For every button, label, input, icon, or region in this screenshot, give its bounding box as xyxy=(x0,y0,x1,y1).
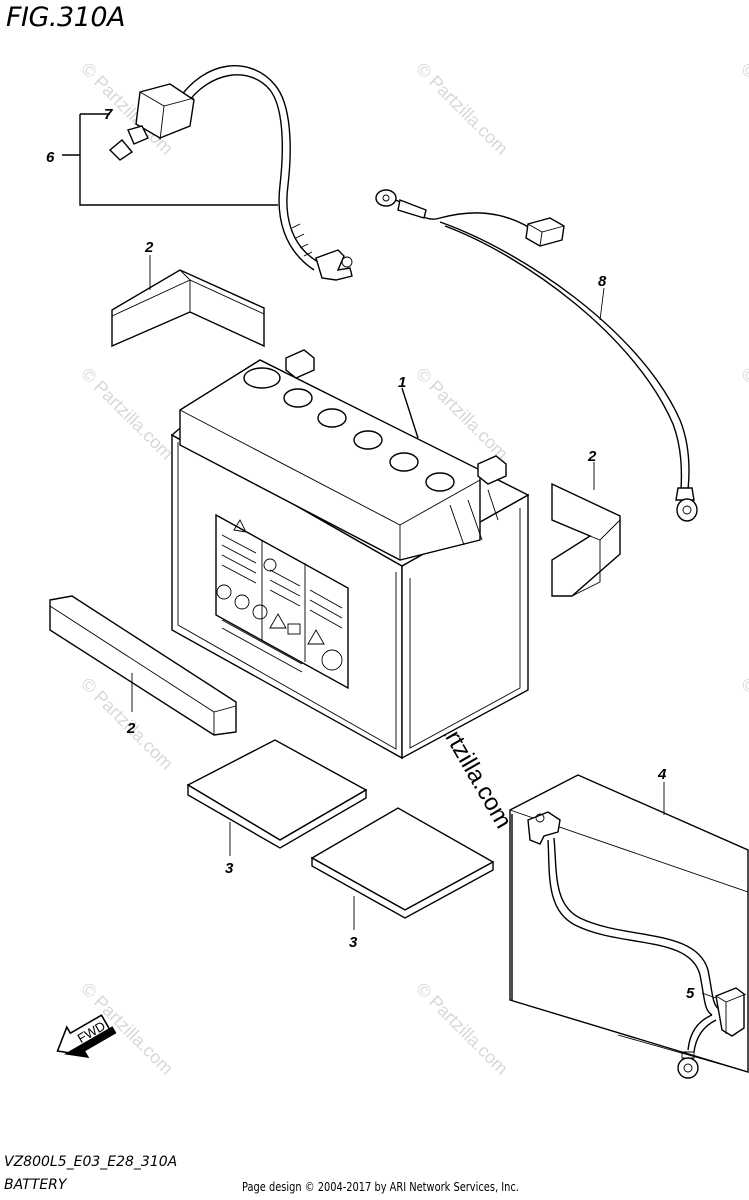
callout-3: 3 xyxy=(349,934,358,951)
watermark: © Partzilla.com xyxy=(412,59,512,159)
callout-3: 3 xyxy=(225,860,234,877)
group-name: BATTERY xyxy=(4,1177,67,1193)
callout-4: 4 xyxy=(657,766,667,783)
figure-title: FIG.310A xyxy=(6,2,126,33)
pad-2 xyxy=(310,807,495,919)
watermark: © Partzilla.com xyxy=(77,364,177,464)
watermark: © Partzilla.com xyxy=(737,364,749,464)
battery xyxy=(170,349,530,760)
callout-2: 2 xyxy=(126,720,136,737)
watermark: © Partzilla.com xyxy=(737,674,749,774)
callout-6: 6 xyxy=(46,149,55,166)
callout-8: 8 xyxy=(598,273,607,290)
callout-5: 5 xyxy=(686,985,695,1002)
callout-1: 1 xyxy=(398,374,406,391)
model-code: VZ800L5_E03_E28_310A xyxy=(4,1154,178,1170)
callout-leaders xyxy=(131,255,717,999)
watermark: © Partzilla.com xyxy=(737,59,749,159)
pad-1 xyxy=(186,739,368,849)
minus-cable xyxy=(527,811,747,1079)
spacer-right xyxy=(551,482,621,597)
lead-wire-assembly xyxy=(375,189,698,522)
callout-2: 2 xyxy=(144,239,154,256)
spacer-upper-left xyxy=(111,269,265,348)
plus-cable-assembly xyxy=(62,65,353,281)
callout-labels: 1 2 2 2 3 3 4 5 6 7 8 xyxy=(46,106,695,1002)
spacer-lower-left xyxy=(49,595,237,736)
callout-2: 2 xyxy=(587,448,597,465)
watermark: © Partzilla.com xyxy=(412,979,512,1079)
battery-case xyxy=(509,774,749,1073)
page-credit: Page design © 2004-2017 by ARI Network S… xyxy=(242,1180,519,1194)
callout-7: 7 xyxy=(104,106,113,123)
